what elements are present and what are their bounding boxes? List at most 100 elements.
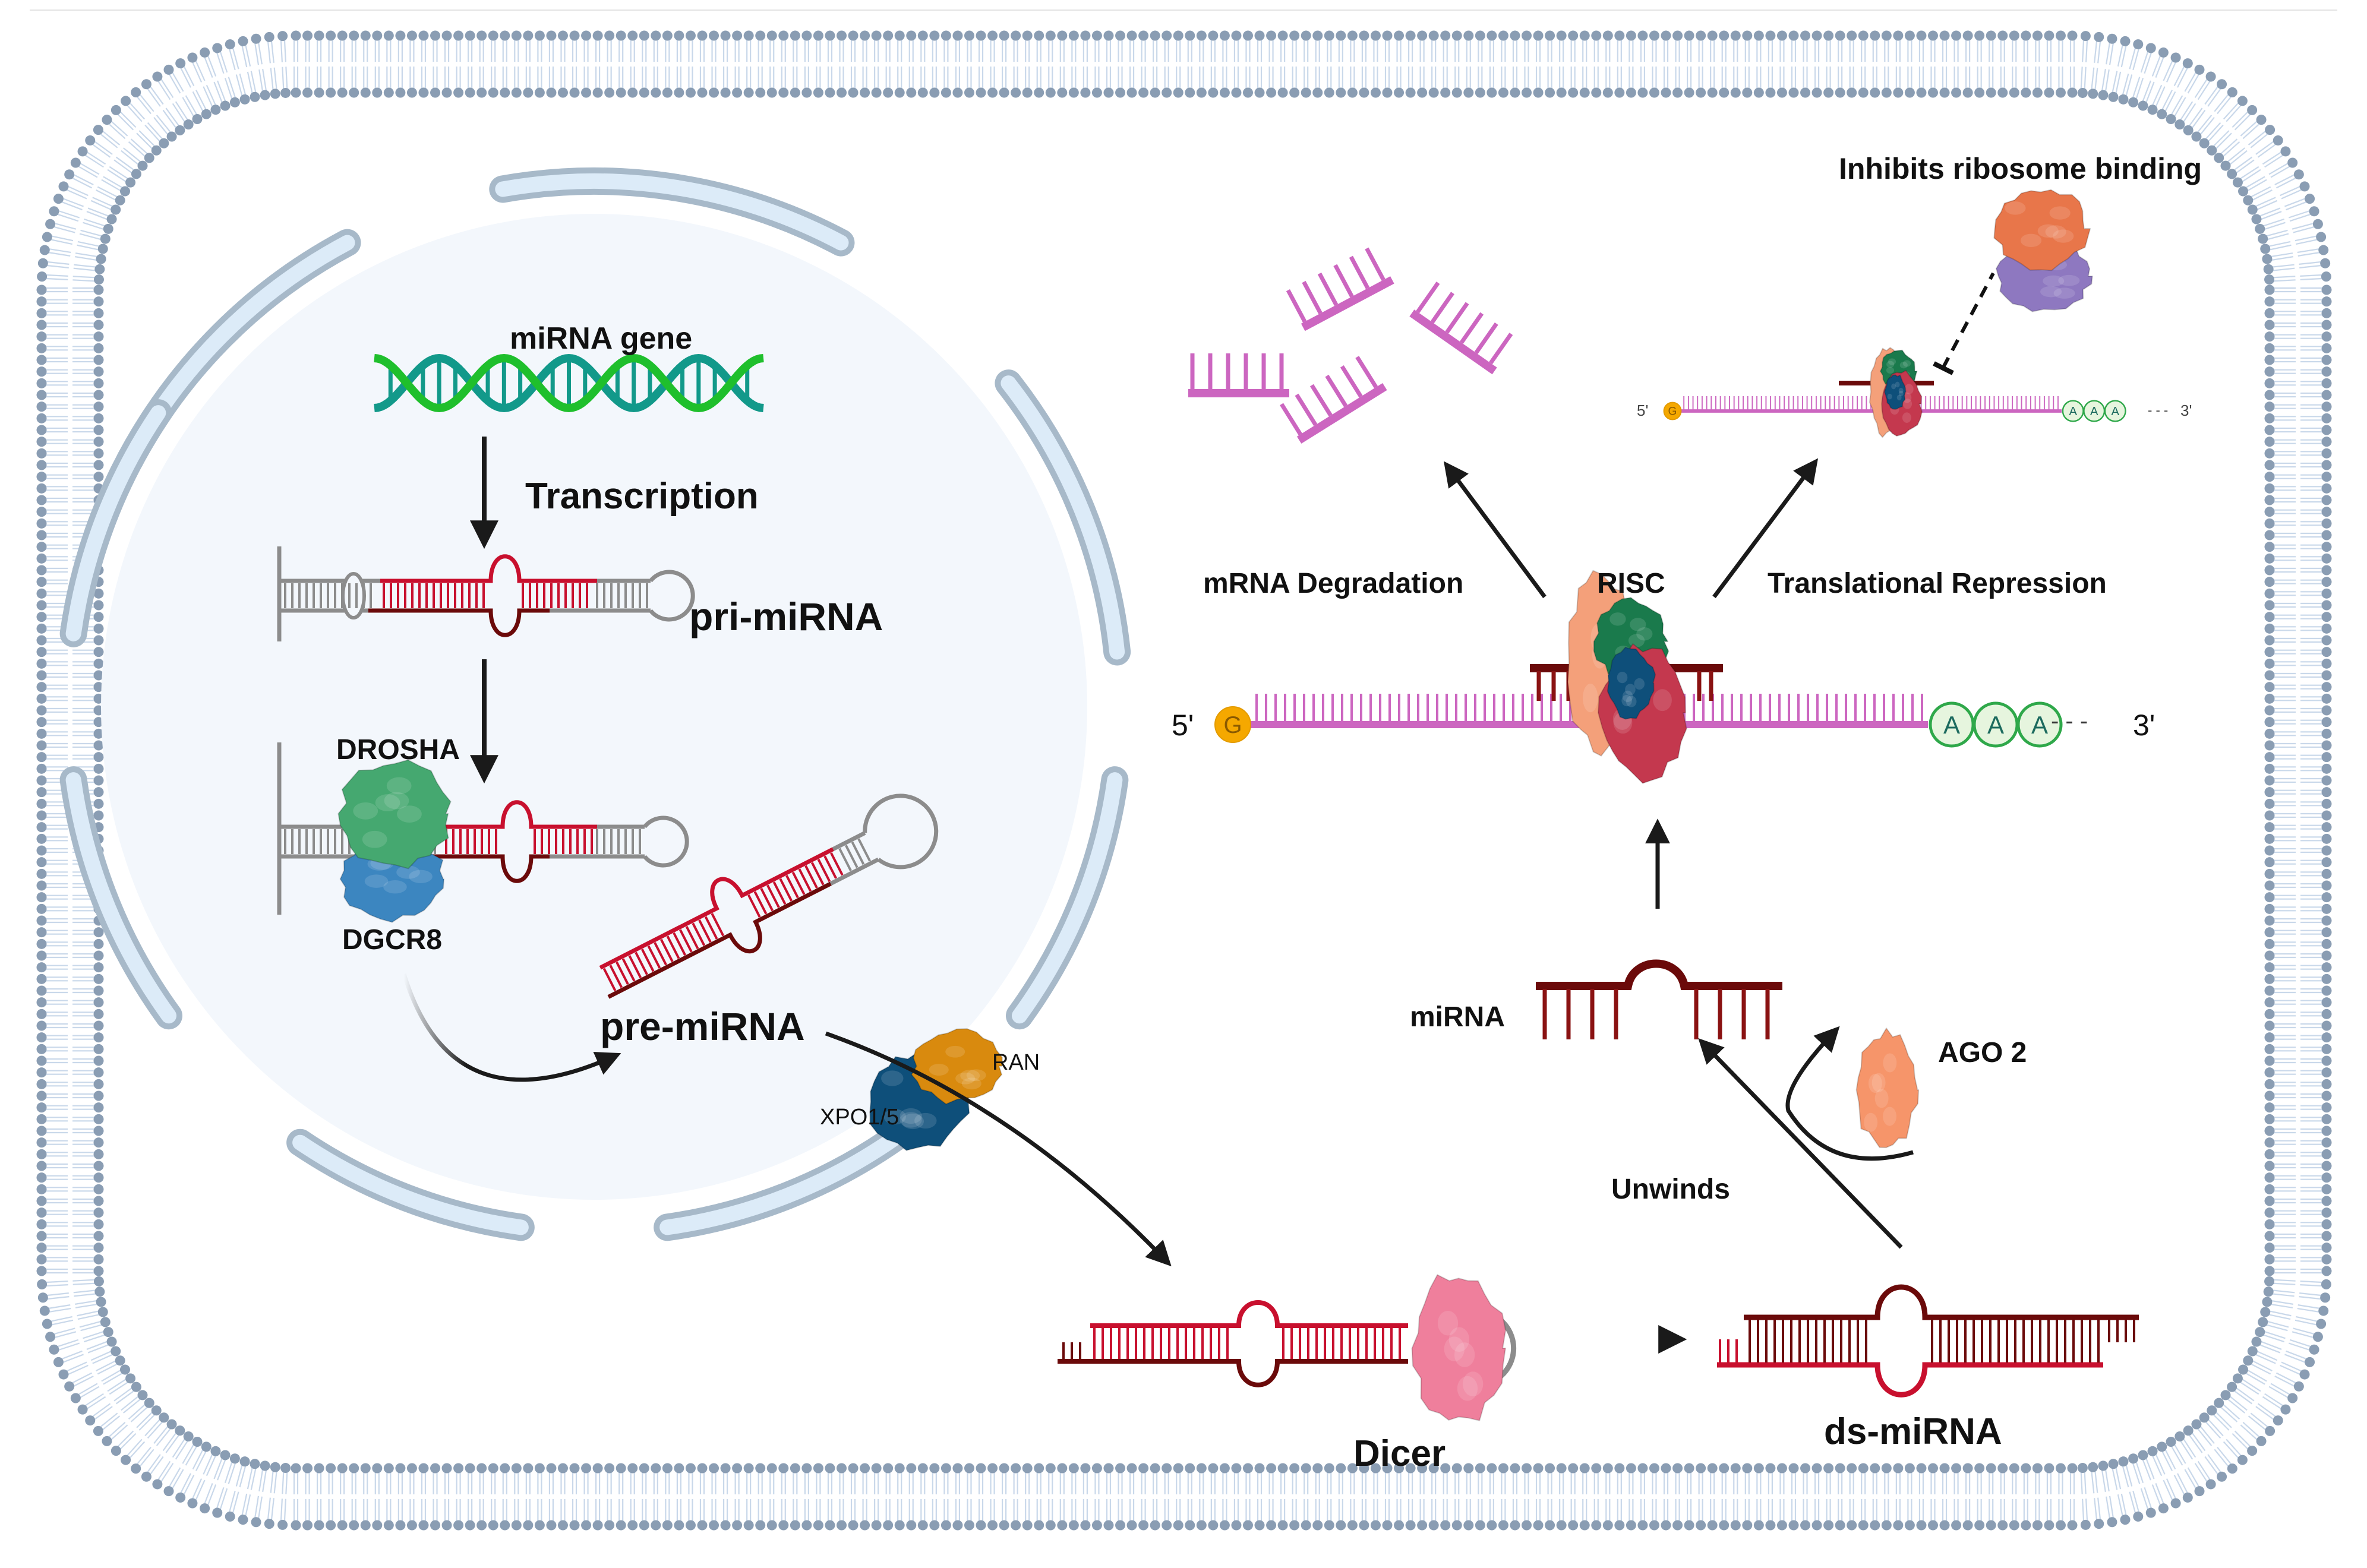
- mrna-main-polyA-circle: [2016, 701, 2063, 748]
- lipid-head-inner: [1951, 87, 1962, 98]
- lipid-head-outer: [941, 1520, 951, 1531]
- cell-membrane: [36, 30, 2332, 1531]
- lipid-head-outer: [766, 30, 777, 41]
- lipid-head-outer: [557, 30, 568, 41]
- rna-terminal-loop: [643, 815, 689, 868]
- lipid-head-inner: [1881, 87, 1892, 98]
- lipid-head-inner: [250, 91, 260, 102]
- lipid-head-inner: [2138, 100, 2148, 111]
- dna-strand-1: [374, 353, 764, 413]
- lipid-head-outer: [1661, 30, 1671, 41]
- lipid-head-inner: [2264, 915, 2275, 926]
- mirna-strand-top: [443, 800, 597, 829]
- lipid-head-inner: [96, 254, 106, 264]
- lipid-head-inner: [500, 1463, 510, 1474]
- mrna-fragment-2-backbone: [1301, 276, 1394, 331]
- lipid-head-outer: [1881, 30, 1892, 41]
- lipid-head-outer: [212, 43, 223, 53]
- lipid-head-inner: [1463, 1463, 1474, 1474]
- lipid-head-inner: [1289, 87, 1300, 98]
- lipid-head-outer: [2321, 822, 2332, 833]
- lipid-head-inner: [2264, 635, 2275, 646]
- lipid-head-inner: [93, 1126, 104, 1136]
- lipid-head-outer: [2158, 47, 2169, 58]
- lipid-head-outer: [163, 1486, 174, 1497]
- lipid-head-outer: [36, 868, 47, 879]
- lipid-head-inner: [2264, 647, 2275, 657]
- lipid-head-outer: [36, 366, 47, 377]
- drosha-protein-texture: [353, 802, 378, 820]
- lipid-head-inner: [2255, 1327, 2265, 1338]
- pre-mirna-rungs-stem: [838, 838, 871, 871]
- lipid-head-inner: [93, 997, 104, 1008]
- lipid-head-inner: [93, 1149, 104, 1159]
- lipid-head-outer: [2321, 623, 2332, 634]
- ribosome-large-subunit-texture: [2005, 201, 2026, 215]
- lipid-head-inner: [569, 1463, 580, 1474]
- lipid-head-inner: [93, 1055, 104, 1066]
- lipid-head-inner: [801, 1463, 812, 1474]
- lipid-head-inner: [2227, 169, 2237, 179]
- ran-protein-texture: [961, 1077, 981, 1090]
- lipid-head-inner: [1811, 87, 1822, 98]
- lipid-head-outer: [37, 258, 48, 268]
- lipid-head-inner: [192, 113, 203, 124]
- lipid-head-outer: [77, 1404, 88, 1415]
- lipid-head-outer: [1568, 30, 1579, 41]
- lipid-head-outer: [1185, 1520, 1195, 1531]
- lipid-head-outer: [1614, 30, 1625, 41]
- lipid-head-inner: [2044, 1463, 2054, 1474]
- pre-mirna-loop: [863, 794, 939, 870]
- lipid-head-outer: [2321, 647, 2332, 657]
- lipid-head-inner: [2067, 87, 2078, 98]
- mrna-small-cap: [1663, 402, 1682, 421]
- lipid-head-outer: [2273, 135, 2283, 146]
- lipid-head-inner: [2264, 927, 2275, 938]
- lipid-head-outer: [2321, 787, 2332, 798]
- lipid-head-outer: [36, 1149, 47, 1159]
- lipid-head-inner: [2088, 1462, 2098, 1472]
- ran-protein-texture: [945, 1045, 965, 1058]
- lipid-head-inner: [1522, 87, 1532, 98]
- lipid-head-inner: [93, 647, 104, 657]
- drosha-protein-body: [337, 759, 452, 870]
- lipid-head-outer: [36, 308, 47, 318]
- lipid-head-inner: [2264, 542, 2275, 552]
- lipid-head-inner: [2044, 87, 2054, 98]
- lipid-head-outer: [720, 1520, 731, 1531]
- lipid-head-outer: [2321, 1044, 2332, 1054]
- lipid-head-outer: [1811, 30, 1822, 41]
- inhibition-dashed-line: [1941, 272, 1995, 369]
- lipid-head-inner: [2264, 857, 2275, 868]
- small-risc-blue-texture: [1896, 394, 1902, 401]
- lipid-head-inner: [93, 1161, 104, 1171]
- lipid-head-outer: [36, 437, 47, 447]
- lipid-head-inner: [93, 588, 104, 599]
- lipid-head-inner: [743, 87, 754, 98]
- lipid-head-outer: [1254, 30, 1265, 41]
- lipid-head-outer: [1545, 30, 1555, 41]
- lipid-head-inner: [546, 1463, 557, 1474]
- lipid-head-inner: [1847, 87, 1857, 98]
- lipid-head-inner: [192, 1437, 203, 1447]
- lipid-head-outer: [1939, 30, 1950, 41]
- lipid-head-inner: [2264, 320, 2275, 330]
- lipid-head-inner: [1091, 1463, 1102, 1474]
- lipid-head-outer: [36, 460, 47, 470]
- lipid-head-outer: [2321, 973, 2332, 984]
- lipid-head-inner: [93, 1032, 104, 1043]
- lipid-head-outer: [1510, 30, 1520, 41]
- lipid-head-outer: [1661, 1520, 1671, 1531]
- lipid-head-outer: [1150, 30, 1160, 41]
- lipid-head-inner: [1173, 87, 1184, 98]
- lipid-head-outer: [999, 1520, 1009, 1531]
- lipid-head-inner: [1428, 1463, 1439, 1474]
- lipid-head-inner: [106, 214, 117, 225]
- lipid-head-inner: [1835, 1463, 1845, 1474]
- lipid-head-inner: [1939, 1463, 1950, 1474]
- lipid-head-outer: [581, 1520, 592, 1531]
- lipid-head-outer: [2321, 763, 2332, 774]
- lipid-head-outer: [2273, 1415, 2283, 1426]
- lipid-head-inner: [159, 1412, 169, 1423]
